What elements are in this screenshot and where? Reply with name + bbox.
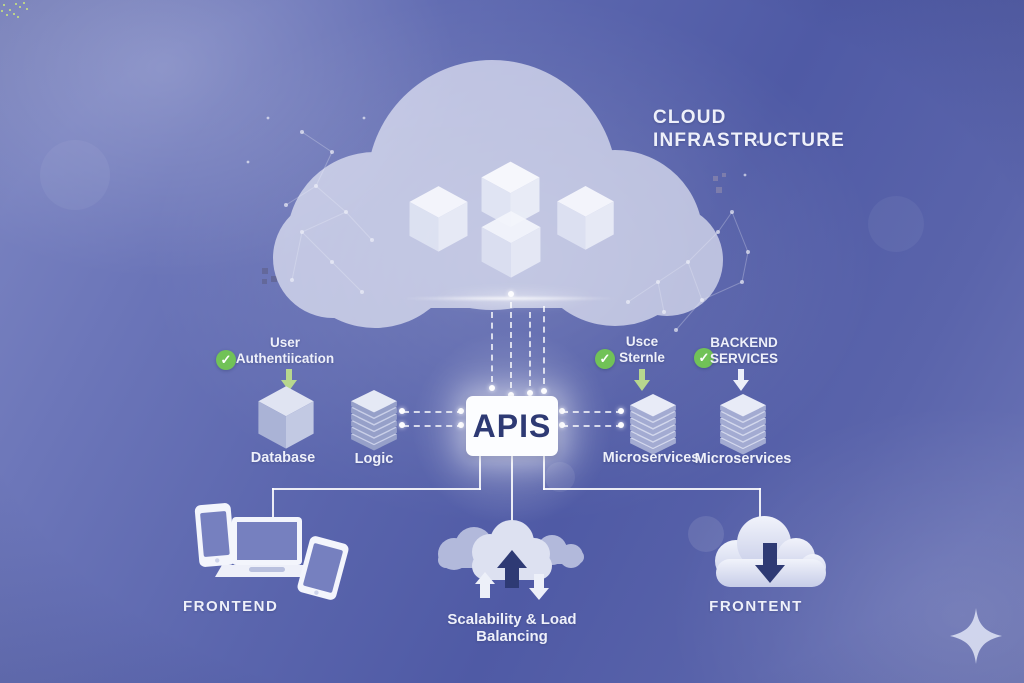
cube-icon [481,211,541,278]
check-icon: ✓ [595,349,615,369]
connector-line [543,455,545,490]
connector-dot [508,392,514,398]
connector-line [272,488,481,490]
cube-icon [481,161,540,228]
up-arrow-icon [497,550,527,588]
user-authentication-label: User Authentiication [235,335,335,366]
laptop-icon [215,517,319,577]
frontent-label: FRONTENT [709,598,803,615]
connector-dot [559,422,565,428]
frontend-label: FRONTEND [183,598,279,615]
connector-dot [541,388,547,394]
down-arrow-icon [733,369,749,391]
title-line1: CLOUD [653,107,727,128]
connector-dot [458,422,464,428]
apis-label: APIS [472,407,552,444]
connector-dot [559,408,565,414]
microservices-stack-icon [630,394,676,455]
scalability-clouds-icon [438,520,584,600]
scalability-label: Scalability & Load Balancing [447,611,577,645]
dashed-connector [562,411,622,413]
dashed-connector [529,312,531,386]
title-line2: INFRASTRUCTURE [653,130,846,151]
usce-sternle-label: Usce Sternle [619,334,665,365]
connector-line [479,455,481,490]
connector-dot [399,422,405,428]
smartphone-icon [194,503,236,567]
connector-dot [508,291,514,297]
connector-line [272,488,274,518]
apis-node: APIS [466,396,558,456]
logic-stack-icon [351,390,397,451]
dashed-connector [491,312,493,382]
connector-dot [489,385,495,391]
backend-services-label: BACKEND SERVICES [709,335,779,366]
check-icon: ✓ [694,348,714,368]
connector-line [543,488,761,490]
down-arrow-icon [529,574,549,600]
connector-line [511,455,513,533]
dashed-connector [403,411,463,413]
dashed-connector [510,302,512,388]
database-label: Database [250,450,316,466]
sparkle-icon [950,608,1002,664]
download-arrow-icon [755,543,785,583]
frontend-devices-icon [194,503,349,600]
cloud-glow-line [398,296,620,301]
dashed-connector [403,425,463,427]
up-arrow-icon [475,572,495,598]
connector-dot [458,408,464,414]
frontent-cloud-icon [715,516,826,587]
cube-icon [409,186,468,252]
microservices-stack-icon [720,394,766,455]
microservices-right-label: Microservices [694,451,792,467]
microservices-left-label: Microservices [602,450,700,466]
check-icon: ✓ [216,350,236,370]
connector-dot [399,408,405,414]
down-arrow-icon [634,369,650,391]
connector-line [759,488,761,522]
tablet-icon [297,536,349,600]
connector-dot [527,390,533,396]
logic-label: Logic [354,451,394,467]
page-title: CLOUD INFRASTRUCTURE [653,106,845,152]
dashed-connector [562,425,622,427]
bokeh-circle [868,196,924,252]
cube-icon [557,186,614,250]
database-icon [258,386,314,449]
down-arrow-icon [281,369,297,391]
bokeh-circle [688,516,724,552]
connector-dot [618,422,624,428]
dashed-connector [543,306,545,384]
bokeh-circle [40,140,110,210]
connector-dot [618,408,624,414]
bokeh-circle [545,462,575,492]
